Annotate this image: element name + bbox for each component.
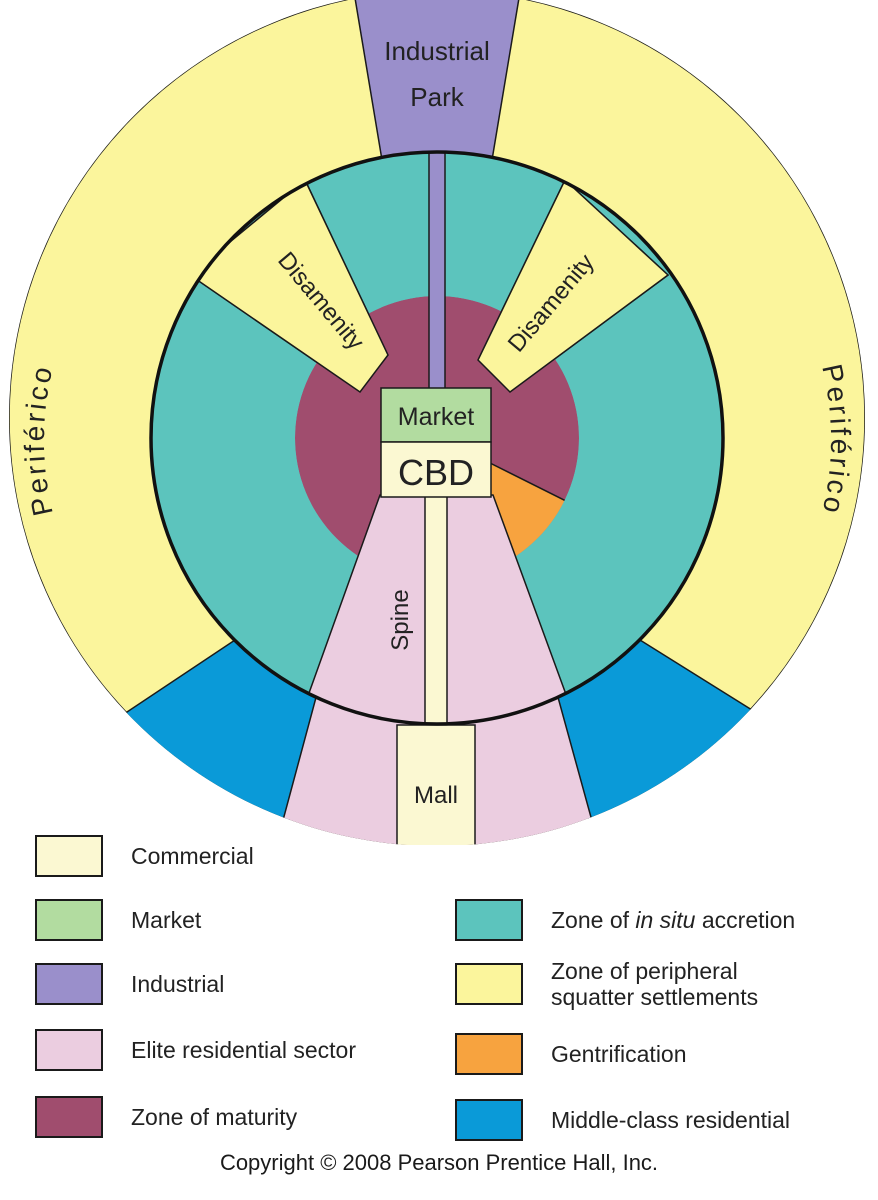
legend-label-middleclass: Middle-class residential [551, 1106, 791, 1133]
legend-gentrification: Gentrification [455, 1032, 687, 1076]
copyright-notice: Copyright © 2008 Pearson Prentice Hall, … [219, 1150, 659, 1175]
industrial-park-label-line2: Park [410, 82, 464, 112]
city-model-diagram: Industrial Park Disamenity Disamenity Pe… [9, 0, 865, 845]
industrial-strip [428, 152, 446, 393]
periferico-label-left: Periférico [19, 361, 59, 519]
legend-label-maturity: Zone of maturity [131, 1103, 298, 1130]
legend-swatch-insitu [455, 899, 523, 941]
legend-label-commercial: Commercial [131, 842, 254, 869]
industrial-park-wedge [351, 0, 523, 161]
legend-label-insitu: Zone of in situ accretion [551, 906, 796, 933]
spine-label: Spine [387, 589, 414, 650]
legend-swatch-market [35, 899, 103, 941]
legend-swatch-commercial [35, 835, 103, 877]
mall-block [396, 724, 476, 845]
legend-maturity: Zone of maturity [35, 1095, 297, 1139]
legend-label-industrial: Industrial [131, 970, 225, 997]
legend-middleclass: Middle-class residential [455, 1098, 790, 1142]
market-block [380, 387, 492, 443]
industrial-park-label-line1: Industrial [384, 36, 490, 66]
legend-swatch-maturity [35, 1096, 103, 1138]
legend-insitu: Zone of in situ accretion [455, 898, 795, 942]
legend-label-elite: Elite residential sector [131, 1036, 356, 1063]
legend-swatch-gentrification [455, 1033, 523, 1075]
legend-swatch-peripheral [455, 963, 523, 1005]
legend-commercial: Commercial [35, 834, 254, 878]
legend-label-gentrification: Gentrification [551, 1040, 687, 1067]
legend-industrial: Industrial [35, 962, 224, 1006]
cbd-label: CBD [398, 452, 474, 493]
mall-label: Mall [414, 782, 458, 809]
market-label: Market [398, 403, 474, 431]
legend-label-market: Market [131, 906, 202, 933]
inner-ring-border [149, 150, 725, 726]
legend-swatch-industrial [35, 963, 103, 1005]
legend-elite: Elite residential sector [35, 1028, 356, 1072]
cbd-block [380, 441, 492, 498]
legend-swatch-middleclass [455, 1099, 523, 1141]
legend-market: Market [35, 898, 201, 942]
legend-swatch-elite [35, 1029, 103, 1071]
